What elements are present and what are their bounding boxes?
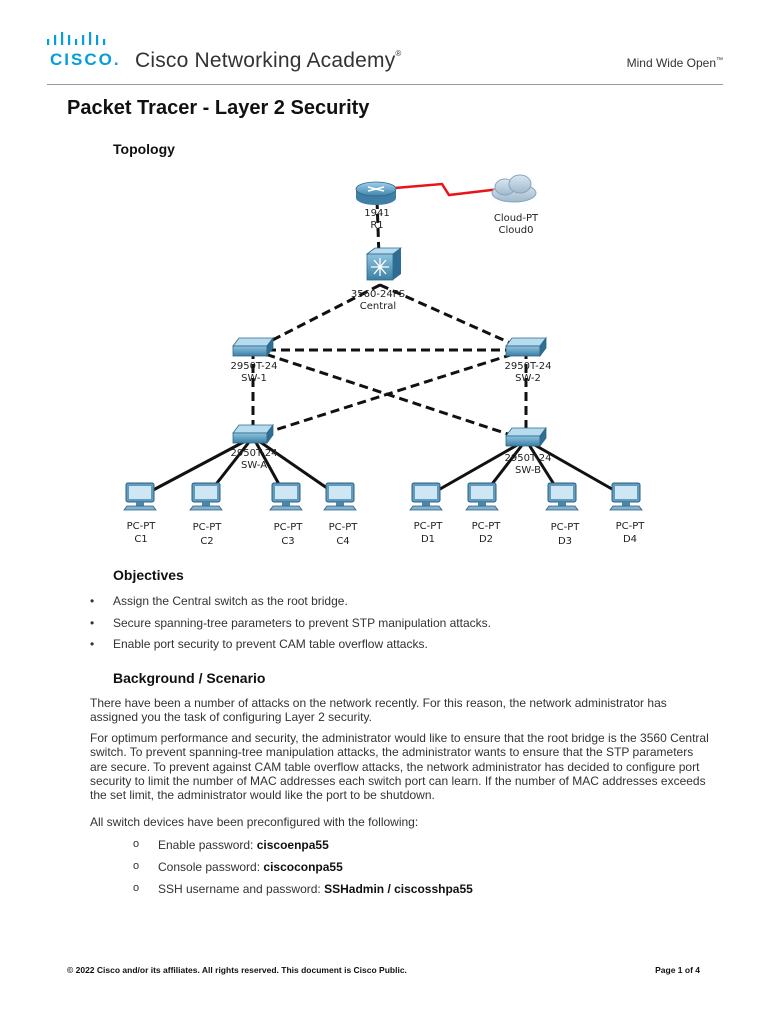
swa-name-label: SW-A xyxy=(241,460,267,471)
background-paragraph: There have been a number of attacks on t… xyxy=(90,696,667,725)
switch-sw1-icon xyxy=(232,337,274,357)
cloud-model-label: Cloud-PT xyxy=(494,213,539,224)
pc-model-label: PC-PT xyxy=(329,522,359,533)
pc-model-label: PC-PT xyxy=(616,521,646,532)
link-central-sw1 xyxy=(252,283,381,352)
multilayer-switch-central-icon xyxy=(365,247,403,281)
pc-name-label: D4 xyxy=(623,534,637,545)
pc-name-label: C4 xyxy=(336,536,349,547)
swb-model-label: 2950T-24 xyxy=(505,453,552,464)
topology-heading: Topology xyxy=(113,141,175,157)
header-divider xyxy=(47,84,723,85)
link-central-sw2 xyxy=(379,283,527,352)
pc-model-label: PC-PT xyxy=(274,522,304,533)
pc-name-label: D3 xyxy=(558,536,572,547)
trunk-links xyxy=(251,199,528,442)
switch-sw2-icon xyxy=(505,337,547,357)
footer-copyright: © 2022 Cisco and/or its affiliates. All … xyxy=(67,965,407,975)
pc-name-label: D1 xyxy=(421,534,435,545)
switch-swb-icon xyxy=(505,427,547,447)
pc-name-label: C1 xyxy=(134,534,147,545)
pc-d3-icon xyxy=(545,482,579,511)
pc-name-label: C2 xyxy=(200,536,213,547)
router-r1-icon xyxy=(355,181,397,205)
cisco-logo-bars-icon xyxy=(47,32,106,45)
topology-diagram: 1941 R1 Cloud-PT Cloud0 3560-24PS Centra… xyxy=(123,174,646,547)
sw2-name-label: SW-2 xyxy=(515,373,541,384)
swa-model-label: 2950T-24 xyxy=(231,448,278,459)
background-paragraph: All switch devices have been preconfigur… xyxy=(90,815,419,829)
pc-model-label: PC-PT xyxy=(472,521,502,532)
cisco-logo-wordmark: CISCO. xyxy=(50,50,121,69)
switch-swa-icon xyxy=(232,424,274,444)
pc-model-label: PC-PT xyxy=(127,521,157,532)
pc-model-label: PC-PT xyxy=(414,521,444,532)
tagline: Mind Wide Open™ xyxy=(626,56,723,70)
background-heading: Background / Scenario xyxy=(113,670,266,686)
central-name-label: Central xyxy=(360,301,396,312)
background-paragraph: For optimum performance and security, th… xyxy=(90,731,709,803)
link-sw2-swa xyxy=(252,348,527,439)
objectives-list: •Assign the Central switch as the root b… xyxy=(90,594,491,659)
central-model-label: 3560-24PS xyxy=(351,289,405,300)
pc-c2-icon xyxy=(189,482,223,511)
pc-c4-icon xyxy=(323,482,357,511)
cloud-name-label: Cloud0 xyxy=(499,225,534,236)
list-item: •Secure spanning-tree parameters to prev… xyxy=(90,615,491,630)
objectives-heading: Objectives xyxy=(113,567,184,583)
r1-name-label: R1 xyxy=(370,220,383,231)
swb-name-label: SW-B xyxy=(515,465,541,476)
list-item: •Enable port security to prevent CAM tab… xyxy=(90,637,428,651)
pc-c3-icon xyxy=(269,482,303,511)
pc-c1-icon xyxy=(123,482,157,511)
pc-name-label: C3 xyxy=(281,536,294,547)
academy-name: Cisco Networking Academy® xyxy=(135,49,402,72)
pc-d2-icon xyxy=(465,482,499,511)
serial-link xyxy=(394,182,501,197)
sw2-model-label: 2950T-24 xyxy=(505,361,552,372)
pc-model-label: PC-PT xyxy=(551,522,581,533)
page-title: Packet Tracer - Layer 2 Security xyxy=(67,97,370,119)
pc-d1-icon xyxy=(409,482,443,511)
cloud-icon xyxy=(491,174,537,203)
sw1-name-label: SW-1 xyxy=(241,373,267,384)
sw1-model-label: 2950T-24 xyxy=(231,361,278,372)
footer-page-number: Page 1 of 4 xyxy=(655,965,700,975)
list-item: •Assign the Central switch as the root b… xyxy=(90,594,348,608)
pc-model-label: PC-PT xyxy=(193,522,223,533)
pc-name-label: D2 xyxy=(479,534,493,545)
pc-d4-icon xyxy=(609,482,643,511)
r1-model-label: 1941 xyxy=(364,208,389,219)
